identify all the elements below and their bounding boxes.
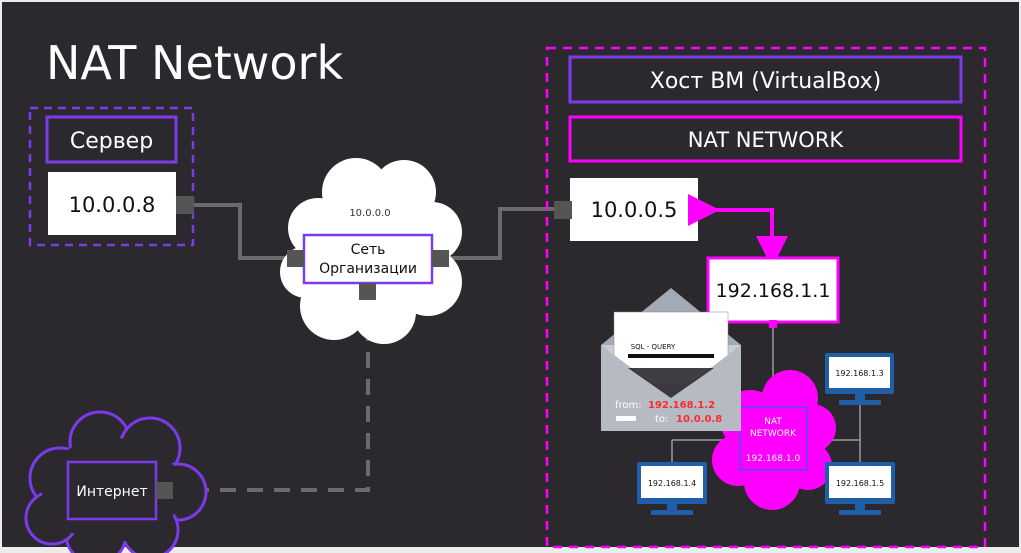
computer-2-icon [637,462,707,515]
host-ip: 10.0.0.5 [591,198,678,222]
host-ip-box [570,178,698,241]
server-group-border [28,106,195,247]
host-label-box [568,55,963,104]
envelope-to-ip: 10.0.0.8 [676,414,722,425]
server-ip: 10.0.0.8 [69,193,156,217]
router-port [769,320,777,328]
link-org-host [448,207,556,260]
router-ip: 192.168.1.1 [716,280,831,302]
router-box [706,256,840,324]
server-label-box [45,115,178,164]
page-title: NAT Network [46,36,343,90]
nat-cloud-line2: NETWORK [750,429,797,439]
host-port [554,201,572,219]
computer-3-ip: 192.168.1.5 [836,479,884,488]
envelope-icon [601,288,741,431]
server-label: Сервер [70,129,153,154]
envelope-to-label: to: [655,414,668,425]
nat-network-label: NAT NETWORK [688,128,845,152]
org-cloud-ip: 10.0.0.0 [349,208,390,219]
host-label: Хост ВМ (VirtualBox) [650,69,881,94]
org-port-bottom [359,283,376,300]
computer-3-icon [825,462,895,515]
computer-2-ip: 192.168.1.4 [648,479,696,488]
envelope-from-ip: 192.168.1.2 [648,400,715,411]
nat-cloud-line1: NAT [764,417,782,427]
nat-cloud-box [739,406,808,471]
letter-line2: LECT * FROM USI [640,359,700,367]
org-port-right [432,250,449,267]
org-port-left [287,250,304,267]
host-vm-border [545,46,987,549]
nat-network-label-box [568,115,963,163]
server-ip-box [48,172,176,235]
nat-cloud-subnet: 192.168.1.0 [746,454,801,464]
computer-1-ip: 192.168.1.3 [835,369,883,378]
computer-1-icon [825,353,894,405]
link-org-internet [176,298,370,492]
letter-line1: SQL - QUERY [631,343,676,351]
org-label-line1: Сеть [351,242,386,258]
org-label-line2: Организации [319,261,417,277]
envelope-from-label: from: [615,400,642,411]
link-server-org [192,203,288,260]
internet-label: Интернет [76,484,147,500]
internet-port [156,482,173,499]
host-router-arrow [688,194,788,268]
server-port [176,196,194,214]
